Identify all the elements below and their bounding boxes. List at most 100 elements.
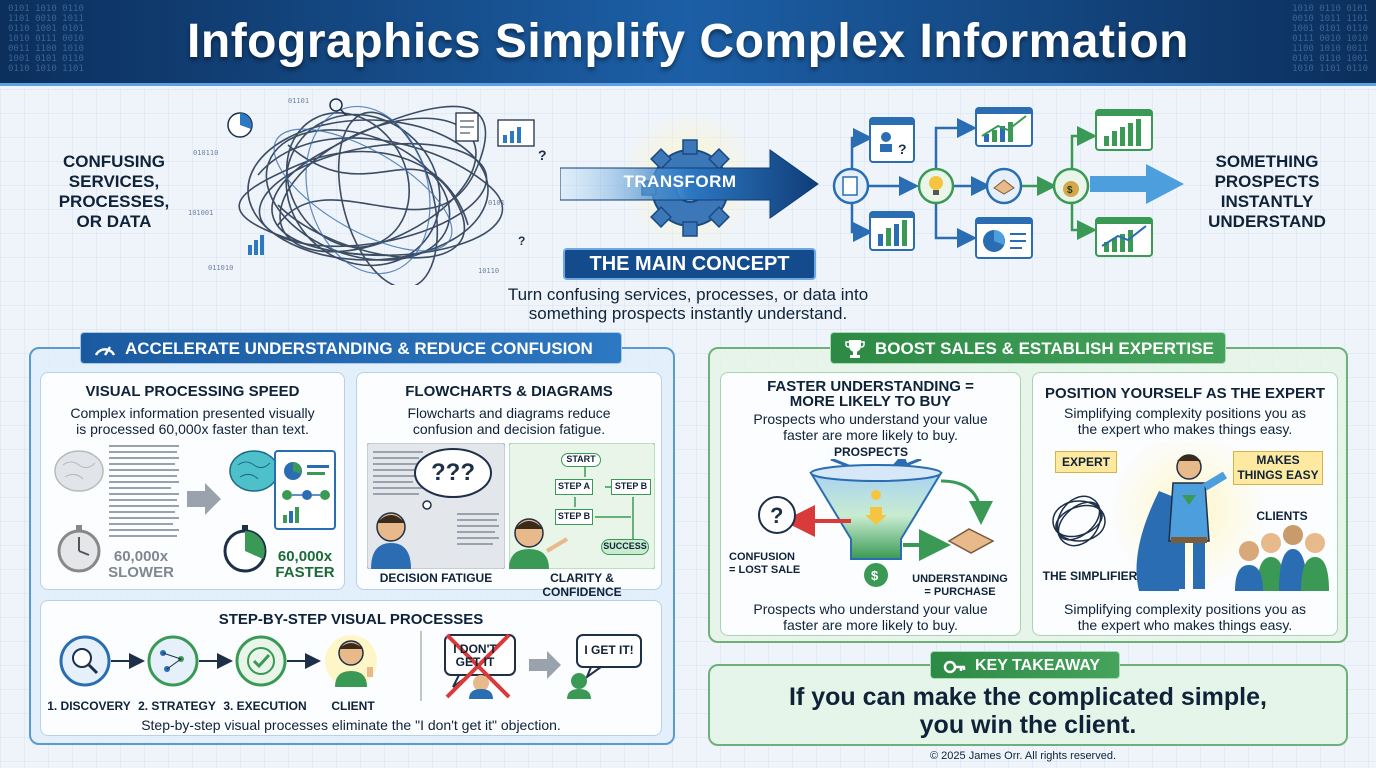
speedometer-icon <box>94 346 116 356</box>
step-process-illustration <box>59 631 642 701</box>
simplifier-label: THE SIMPLIFIER <box>1042 569 1138 583</box>
svg-text:10110: 10110 <box>478 267 499 275</box>
growth-chart-icon <box>1095 109 1153 151</box>
dont-get-it-text: I DON'T GET IT <box>453 642 497 669</box>
handshake-icon <box>985 167 1023 205</box>
growth-chart-icon-2 <box>1095 217 1153 257</box>
flowcharts-text: confusion and decision fatigue. <box>412 421 606 437</box>
dashboard-illustration <box>274 450 336 530</box>
question-circle-icon: ? <box>758 496 796 534</box>
key-takeaway-text: If you can make the complicated simple, … <box>720 683 1336 739</box>
bar-chart-icon <box>497 119 535 147</box>
confusion-label: CONFUSION = LOST SALE <box>729 551 819 577</box>
expert-text: the expert who makes things easy. <box>1077 421 1293 437</box>
strategy-icon <box>147 635 199 687</box>
superhero-expert-illustration <box>1052 441 1329 591</box>
slower-label: SLOWER <box>108 564 174 581</box>
tag-line: MAKES <box>1256 453 1300 467</box>
svg-text:?: ? <box>518 234 525 248</box>
get-it-text: I GET IT! <box>584 643 634 657</box>
svg-text:010110: 010110 <box>193 149 218 157</box>
svg-text:$: $ <box>1067 185 1073 196</box>
understand-label-line: UNDERSTAND <box>1208 212 1326 231</box>
main-concept-badge: THE MAIN CONCEPT <box>563 248 816 280</box>
faster-understanding-bottom: faster are more likely to buy. <box>783 617 958 633</box>
flow-start-node: START <box>561 453 601 467</box>
pie-chart-icon <box>975 217 1033 259</box>
svg-text:$: $ <box>871 568 879 583</box>
text-lines-illustration <box>109 445 179 537</box>
concept-text-line: something prospects instantly understand… <box>528 304 848 323</box>
confused-bubble-icon <box>444 633 516 699</box>
profile-card-icon: ? <box>869 117 915 163</box>
svg-text:01101: 01101 <box>288 97 309 105</box>
title-line: FASTER UNDERSTANDING = <box>767 378 974 395</box>
expert-text: Simplifying complexity positions you as <box>1064 405 1306 421</box>
binary-decoration-right: 1010 0110 0101 0010 1011 1101 1001 0101 … <box>1292 4 1368 74</box>
pie-chart-icon <box>227 112 253 138</box>
understanding-label: UNDERSTANDING = PURCHASE <box>905 573 1015 599</box>
bar-chart-icon-small <box>248 235 264 255</box>
faster-understanding-bottom: Prospects who understand your value <box>753 601 988 617</box>
understood-bubble-icon <box>567 634 642 699</box>
confusion-line: CONFUSION <box>729 551 795 563</box>
clients-label: CLIENTS <box>1256 509 1308 523</box>
expert-bottom-text: the expert who makes things easy. <box>1077 617 1293 633</box>
visual-speed-text: Complex information presented visually <box>70 405 315 421</box>
faster-understanding-text: faster are more likely to buy. <box>783 427 958 443</box>
transform-label: TRANSFORM <box>623 172 737 191</box>
slower-value: 60,000x <box>113 548 169 565</box>
boost-sales-tab-label: BOOST SALES & ESTABLISH EXPERTISE <box>875 339 1214 358</box>
confusing-label-line: CONFUSING <box>63 152 165 171</box>
concept-text-line: Turn confusing services, processes, or d… <box>507 285 869 304</box>
trophy-icon <box>845 340 865 358</box>
tangle-icon <box>1052 495 1106 547</box>
flow-success-node: SUCCESS <box>601 539 649 555</box>
key-takeaway-line: you win the client. <box>919 711 1137 739</box>
understanding-line: UNDERSTANDING <box>912 573 1008 585</box>
decision-fatigue-caption: DECISION FATIGUE <box>379 571 493 585</box>
confusing-label-line: PROCESSES, <box>58 192 170 211</box>
binary-decoration-left: 0101 1010 0110 1101 0010 1011 0110 1001 … <box>8 4 84 74</box>
stopwatch-fast-icon <box>223 525 267 573</box>
brain-color-icon <box>229 450 279 492</box>
header-banner: 0101 1010 0110 1101 0010 1011 0110 1001 … <box>0 0 1376 86</box>
visual-speed-card: VISUAL PROCESSING SPEED Complex informat… <box>40 372 345 590</box>
magnifier-icon <box>329 98 347 116</box>
expert-bottom-text: Simplifying complexity positions you as <box>1064 601 1306 617</box>
decision-fatigue-illustration <box>367 443 505 569</box>
faster-understanding-title: FASTER UNDERSTANDING = MORE LIKELY TO BU… <box>721 379 1020 409</box>
prospects-label: PROSPECTS <box>833 445 908 459</box>
page-title: Infographics Simplify Complex Informatio… <box>187 15 1189 68</box>
flow-step-a-node: STEP A <box>555 479 593 495</box>
key-takeaway-tab: KEY TAKEAWAY <box>930 651 1120 679</box>
question-marks: ??? <box>431 459 475 486</box>
svg-text:0101: 0101 <box>488 199 505 207</box>
svg-text:?: ? <box>770 503 783 528</box>
money-bag-icon: $ <box>1052 167 1090 205</box>
faster-value: 60,000x <box>277 548 333 565</box>
speed-comparison-illustration <box>54 445 336 573</box>
step-by-step-caption: Step-by-step visual processes eliminate … <box>141 717 561 733</box>
faster-stat: 60,000x FASTER <box>265 549 345 581</box>
makes-things-easy-tag: MAKES THINGS EASY <box>1233 451 1323 485</box>
clients-group-icon <box>1235 525 1329 591</box>
faster-understanding-card: FASTER UNDERSTANDING = MORE LIKELY TO BU… <box>720 372 1021 636</box>
boost-sales-tab: BOOST SALES & ESTABLISH EXPERTISE <box>830 332 1226 364</box>
money-bag-icon: $ <box>864 563 888 587</box>
copyright-text: © 2025 James Orr. All rights reserved. <box>930 750 1117 762</box>
execution-check-icon <box>235 635 287 687</box>
visual-speed-text: is processed 60,000x faster than text. <box>76 421 309 437</box>
step-by-step-card: STEP-BY-STEP VISUAL PROCESSES I DON'T GE… <box>40 600 662 736</box>
step-execution-label: 3. EXECUTION <box>223 699 307 713</box>
transform-arrow <box>560 110 819 250</box>
accelerate-tab-label: ACCELERATE UNDERSTANDING & REDUCE CONFUS… <box>125 339 593 358</box>
step-strategy-label: 2. STRATEGY <box>138 699 216 713</box>
confusion-line: = LOST SALE <box>729 564 801 576</box>
brain-gray-icon <box>54 450 104 492</box>
expert-card: POSITION YOURSELF AS THE EXPERT Simplify… <box>1032 372 1338 636</box>
key-icon <box>943 660 966 674</box>
slower-stat: 60,000x SLOWER <box>101 549 181 581</box>
trend-chart-icon <box>975 107 1033 147</box>
lightbulb-icon <box>917 167 955 205</box>
